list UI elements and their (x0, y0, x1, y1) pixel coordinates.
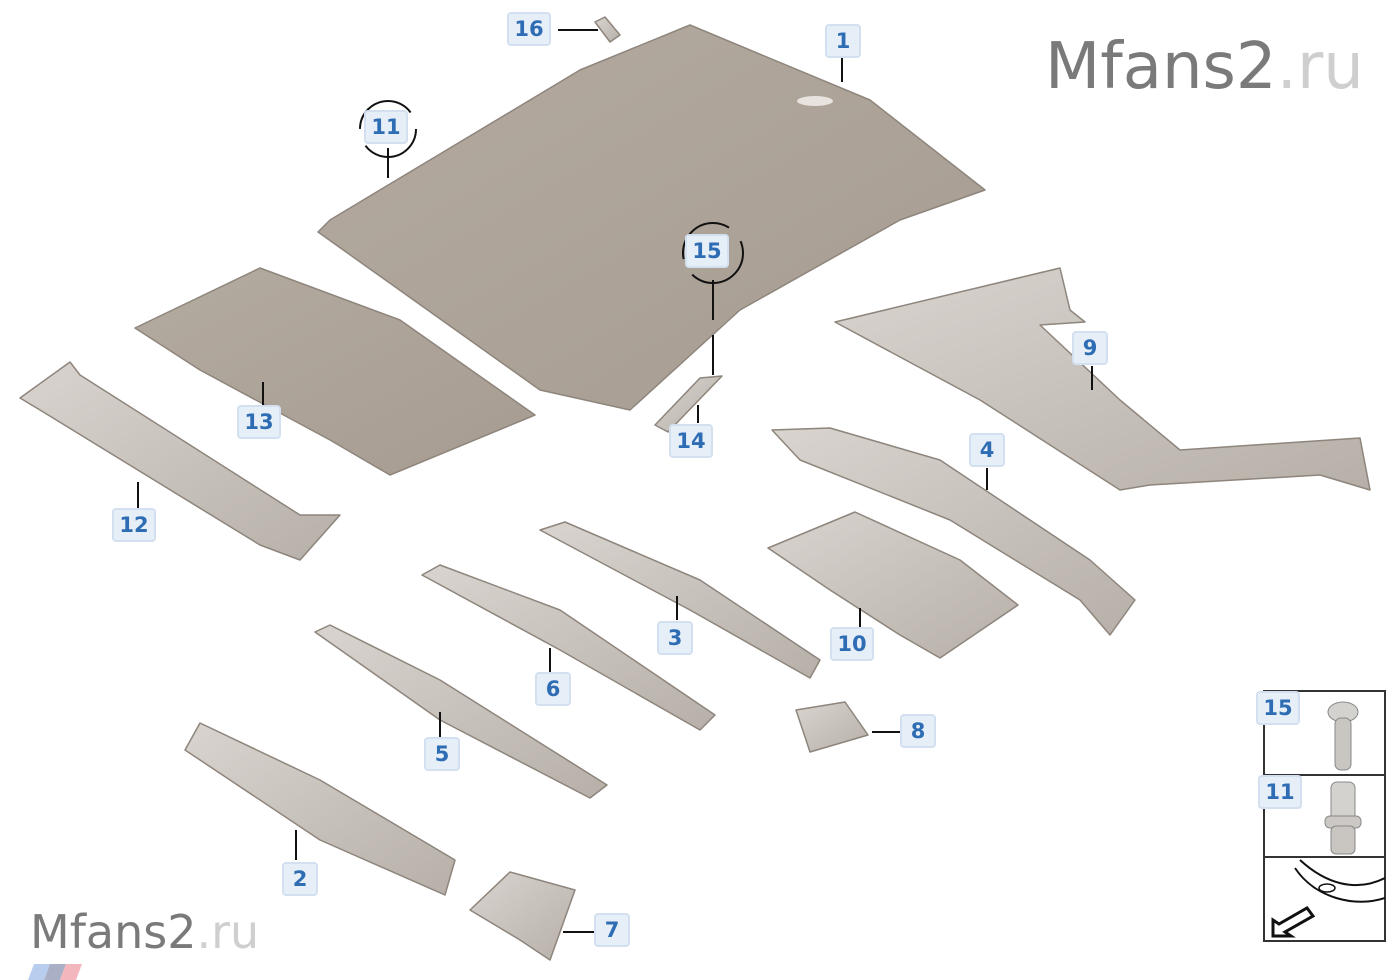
callout-5[interactable]: 5 (424, 737, 460, 771)
callout-12[interactable]: 12 (112, 508, 156, 542)
callout-3[interactable]: 3 (657, 621, 693, 655)
callout-10[interactable]: 10 (830, 627, 874, 661)
part-8-bracket (795, 701, 869, 753)
watermark-text: Mfans2 (30, 905, 197, 959)
callout-15[interactable]: 15 (685, 234, 729, 268)
callout-11[interactable]: 11 (364, 110, 408, 144)
part-14-strip (654, 375, 723, 433)
inset-label-11[interactable]: 11 (1258, 775, 1302, 809)
callout-1[interactable]: 1 (825, 24, 861, 58)
screw-icon (1327, 701, 1359, 771)
callout-4[interactable]: 4 (969, 433, 1005, 467)
part-6-bow (421, 564, 716, 731)
part-1-roof (317, 24, 986, 411)
watermark-suffix: .ru (1276, 30, 1364, 104)
leader-lines (137, 29, 1093, 933)
callout-2[interactable]: 2 (282, 862, 318, 896)
callout-13[interactable]: 13 (237, 405, 281, 439)
callout-8[interactable]: 8 (900, 714, 936, 748)
stud-icon (1324, 781, 1362, 855)
inset-label-15[interactable]: 15 (1256, 691, 1300, 725)
m-stripes-logo (28, 964, 82, 980)
callout-16[interactable]: 16 (507, 12, 551, 46)
watermark-text: Mfans2 (1045, 30, 1277, 104)
part-3-bow (539, 521, 821, 679)
callout-6[interactable]: 6 (535, 672, 571, 706)
vehicle-front-arrow-icon (1271, 859, 1385, 938)
callout-7[interactable]: 7 (594, 913, 630, 947)
part-4-rear-frame (771, 427, 1136, 636)
callout-9[interactable]: 9 (1072, 331, 1108, 365)
callout-14[interactable]: 14 (669, 424, 713, 458)
part-13-roof-panel (134, 267, 536, 476)
part-10-panel (767, 511, 1019, 659)
watermark-bottom: Mfans2.ru (30, 905, 259, 959)
part-16-clip (594, 16, 621, 43)
part-2-bow (184, 722, 456, 896)
roof-opening (797, 96, 833, 106)
inset-vehicle-orientation (1263, 856, 1386, 942)
watermark-suffix: .ru (196, 905, 260, 959)
watermark-top: Mfans2.ru (1045, 30, 1364, 104)
part-7-bracket (469, 871, 576, 961)
part-12-frame (19, 361, 341, 561)
part-9-side-frame (834, 267, 1371, 491)
